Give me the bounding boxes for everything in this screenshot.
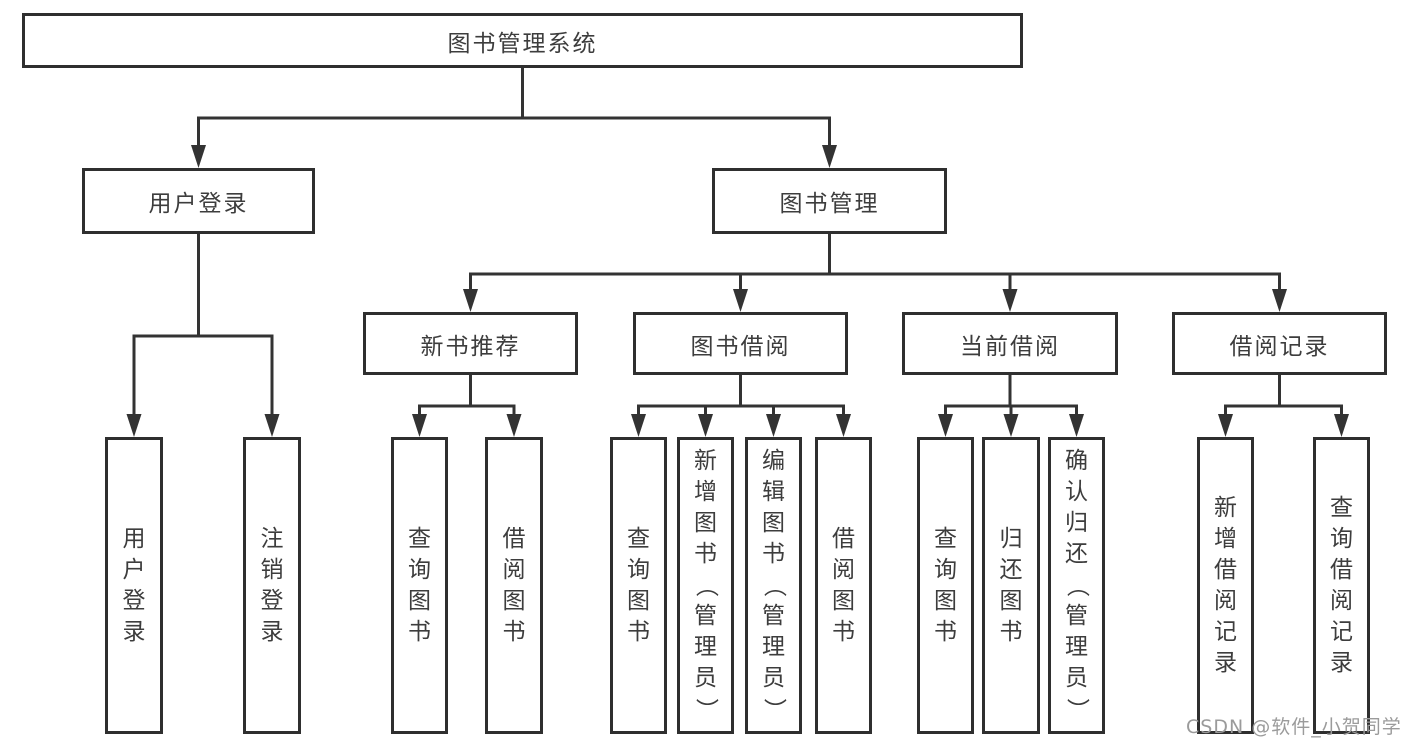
node-leaf-user-login: 用户登录 bbox=[105, 437, 163, 734]
node-leaf-return-book: 归还图书 bbox=[982, 437, 1040, 734]
connector-group bbox=[631, 375, 851, 437]
node-leaf-add-book-admin: 新增图书（管理员） bbox=[677, 437, 734, 734]
connector-group bbox=[191, 68, 837, 168]
node-borrowing-records: 借阅记录 bbox=[1172, 312, 1387, 375]
node-leaf-add-borrow-record: 新增借阅记录 bbox=[1197, 437, 1254, 734]
node-book-borrowing: 图书借阅 bbox=[633, 312, 848, 375]
node-new-book-recommendation: 新书推荐 bbox=[363, 312, 578, 375]
node-leaf-borrow-books-recommend: 借阅图书 bbox=[485, 437, 543, 734]
node-user-login: 用户登录 bbox=[82, 168, 315, 234]
node-leaf-confirm-return-admin: 确认归还（管理员） bbox=[1048, 437, 1105, 734]
node-leaf-edit-book-admin: 编辑图书（管理员） bbox=[745, 437, 802, 734]
connector-group bbox=[126, 234, 280, 437]
node-leaf-query-borrow-record: 查询借阅记录 bbox=[1313, 437, 1370, 734]
node-current-borrowing: 当前借阅 bbox=[902, 312, 1118, 375]
node-leaf-query-books-current: 查询图书 bbox=[917, 437, 974, 734]
connector-group bbox=[938, 375, 1084, 437]
watermark: CSDN @软件_小贺同学 bbox=[1186, 716, 1402, 738]
node-leaf-borrow-books-borrowing: 借阅图书 bbox=[815, 437, 872, 734]
node-library-management-system: 图书管理系统 bbox=[22, 13, 1023, 68]
node-leaf-query-books-recommend: 查询图书 bbox=[391, 437, 448, 734]
node-leaf-query-books-borrowing: 查询图书 bbox=[610, 437, 667, 734]
connector-group bbox=[1218, 375, 1349, 437]
connector-group bbox=[412, 375, 522, 437]
connector-group bbox=[463, 234, 1287, 312]
node-book-management: 图书管理 bbox=[712, 168, 947, 234]
node-leaf-logout: 注销登录 bbox=[243, 437, 301, 734]
